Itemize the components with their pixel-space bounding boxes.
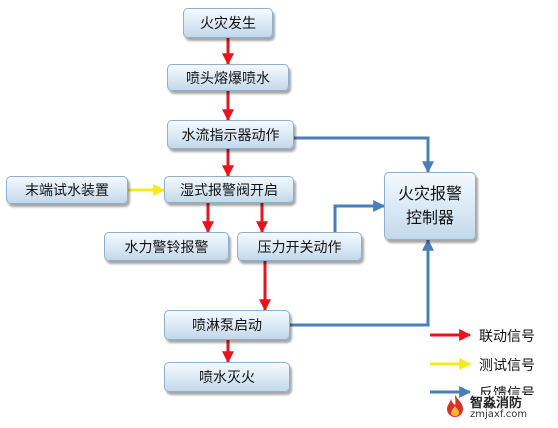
arrow-pump-to-controller [290, 238, 434, 327]
node-fire: 火灾发生 [183, 8, 273, 38]
arrow-flow-to-controller [294, 136, 434, 174]
flame-logo-icon [447, 395, 463, 417]
node-end-test: 末端试水装置 [6, 176, 128, 204]
node-alarm-controller-line1: 火灾报警 [397, 184, 462, 203]
watermark-domain: zmjaxf.com [470, 409, 528, 420]
node-pressure-switch: 压力开关动作 [237, 232, 362, 261]
node-wet-alarm-valve-label: 湿式报警阀开启 [180, 182, 278, 199]
node-pump-start: 喷淋泵启动 [164, 310, 290, 340]
node-pressure-switch-label: 压力开关动作 [257, 239, 342, 256]
node-sprinkler-burst: 喷头熔爆喷水 [167, 64, 289, 91]
node-water-bell-label: 水力警铃报警 [124, 239, 209, 256]
node-extinguish: 喷水灭火 [164, 362, 290, 392]
node-flow-indicator-label: 水流指示器动作 [181, 127, 280, 144]
watermark: 智淼消防 zmjaxf.com [444, 392, 554, 424]
node-fire-label: 火灾发生 [200, 16, 256, 32]
legend-test-label: 测试信号 [479, 358, 535, 374]
node-water-bell: 水力警铃报警 [104, 232, 229, 261]
legend-linkage-label: 联动信号 [479, 329, 535, 345]
legend-feedback-label: 反馈信号 [479, 386, 535, 395]
node-wet-alarm-valve: 湿式报警阀开启 [164, 176, 294, 203]
node-alarm-controller: 火灾报警 控制器 [384, 172, 476, 240]
arrow-switch-to-controller [333, 200, 386, 232]
node-flow-indicator: 水流指示器动作 [167, 120, 294, 149]
node-end-test-label: 末端试水装置 [25, 183, 109, 199]
node-pump-start-label: 喷淋泵启动 [192, 318, 262, 334]
watermark-name: 智淼消防 [470, 396, 523, 411]
node-extinguish-label: 喷水灭火 [199, 370, 255, 386]
node-alarm-controller-line2: 控制器 [405, 208, 454, 227]
node-sprinkler-burst-label: 喷头熔爆喷水 [186, 70, 270, 87]
